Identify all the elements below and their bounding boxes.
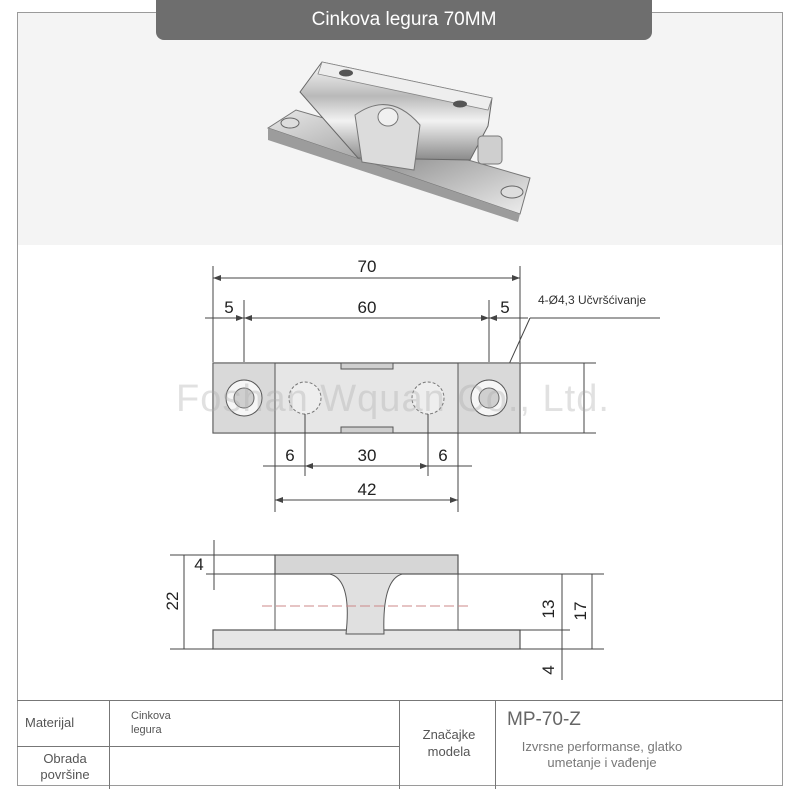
spec-table: Materijal Cinkova legura Obrada površine…	[17, 700, 783, 789]
finish-label: Obrada površine	[40, 751, 90, 782]
table-divider	[17, 746, 399, 747]
dimension-arrows-inner	[275, 463, 458, 503]
dim-left-margin: 5	[224, 298, 233, 317]
dim-side-height: 17	[571, 602, 590, 621]
side-view	[212, 554, 521, 650]
dim-inner-right: 6	[438, 446, 447, 465]
table-divider	[109, 701, 110, 789]
dimension-arrows	[213, 275, 520, 321]
features-value: Izvrsne performanse, glatko umetanje i v…	[521, 739, 683, 770]
dim-right-margin: 5	[500, 298, 509, 317]
dim-overall: 70	[358, 257, 377, 276]
dimension-lines-side	[170, 540, 604, 680]
dim-base-thickness: 4	[539, 665, 558, 674]
dim-inner-left: 6	[285, 446, 294, 465]
dimension-lines-top-right	[520, 362, 596, 434]
watermark-text: Foshan Wquan Co., Ltd.	[176, 378, 610, 420]
dim-mid-height: 13	[539, 600, 558, 619]
dim-inner-total: 42	[358, 480, 377, 499]
dim-top-thickness: 4	[194, 555, 203, 574]
features-label: Značajke modela	[422, 727, 476, 759]
dim-inner-center: 30	[358, 446, 377, 465]
dim-total-height: 22	[163, 592, 182, 611]
table-divider	[399, 701, 400, 789]
model-code: MP-70-Z	[507, 709, 581, 730]
material-value: Cinkova legura	[131, 710, 171, 736]
page-title: Cinkova legura 70MM	[156, 0, 652, 40]
dimension-lines-top	[205, 266, 660, 385]
dim-center-span: 60	[358, 298, 377, 317]
top-view	[212, 362, 521, 434]
table-divider	[495, 701, 496, 789]
material-label: Materijal	[25, 715, 75, 730]
dimension-lines-inner	[263, 414, 472, 512]
mount-hole-note: 4-Ø4,3 Učvršćivanje	[538, 293, 646, 307]
product-photo	[266, 61, 531, 222]
